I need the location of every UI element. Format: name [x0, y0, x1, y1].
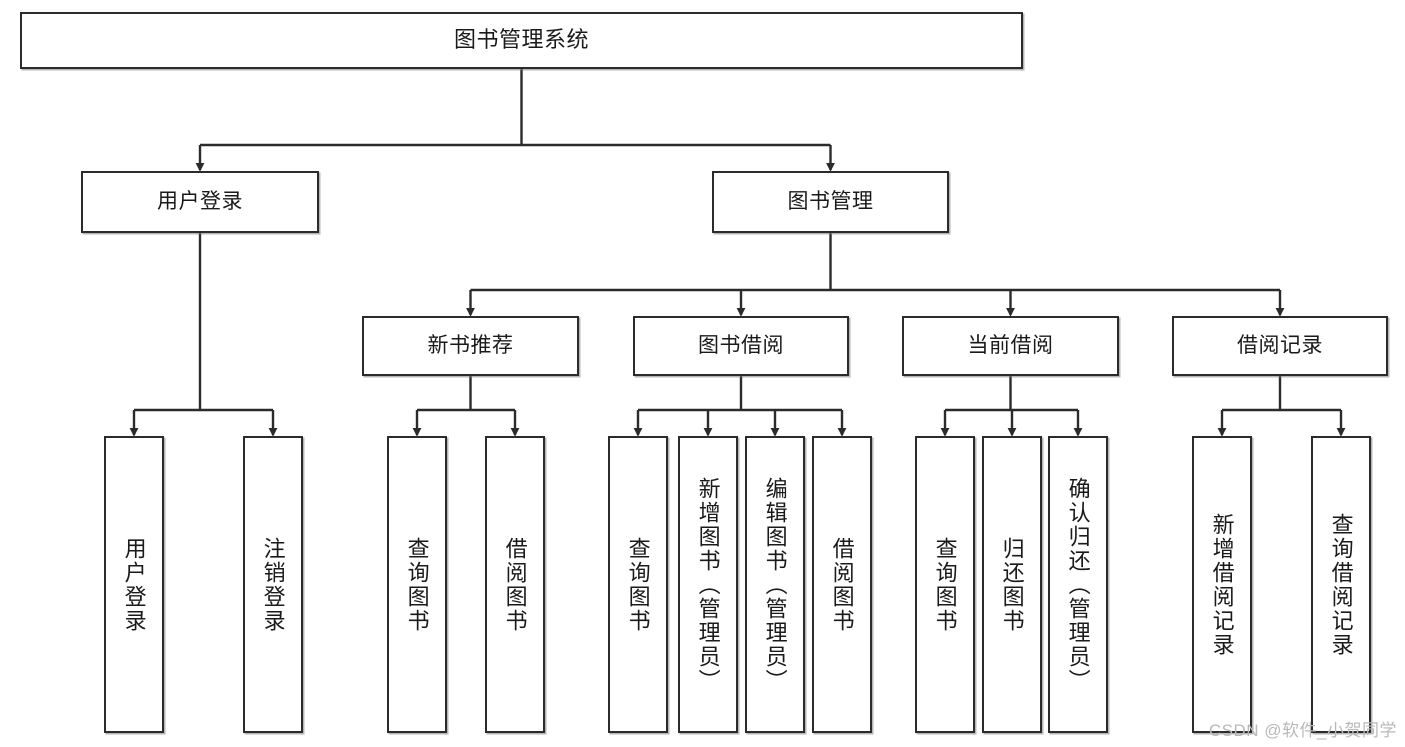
- node-label: 归还图书: [999, 536, 1025, 633]
- node-leaf-5[interactable]: 查询图书: [608, 436, 668, 733]
- node-label: 新书推荐: [427, 334, 514, 358]
- node-label: 新增图书（管理员）: [695, 476, 721, 693]
- node-label: 图书管理: [787, 190, 874, 214]
- node-label: 借阅图书: [502, 536, 528, 633]
- node-label: 图书借阅: [698, 334, 784, 358]
- node-l3-a[interactable]: 新书推荐: [362, 316, 579, 376]
- node-leaf-2[interactable]: 注销登录: [243, 436, 303, 733]
- node-label: 用户登录: [157, 190, 243, 214]
- node-leaf-8[interactable]: 借阅图书: [812, 436, 872, 733]
- node-leaf-9[interactable]: 查询图书: [915, 436, 975, 733]
- node-l3-b[interactable]: 图书借阅: [633, 316, 849, 376]
- node-label: 查询图书: [404, 536, 430, 633]
- node-leaf-4[interactable]: 借阅图书: [485, 436, 545, 733]
- node-leaf-12[interactable]: 新增借阅记录: [1192, 436, 1252, 733]
- node-leaf-13[interactable]: 查询借阅记录: [1311, 436, 1371, 733]
- node-leaf-11[interactable]: 确认归还（管理员）: [1048, 436, 1108, 733]
- node-leaf-10[interactable]: 归还图书: [982, 436, 1042, 733]
- node-label: 确认归还（管理员）: [1065, 476, 1091, 693]
- node-label: 借阅图书: [829, 536, 855, 633]
- node-leaf-7[interactable]: 编辑图书（管理员）: [745, 436, 805, 733]
- node-label: 编辑图书（管理员）: [762, 476, 788, 693]
- node-root[interactable]: 图书管理系统: [20, 12, 1023, 69]
- node-label: 查询图书: [625, 536, 651, 633]
- node-leaf-6[interactable]: 新增图书（管理员）: [678, 436, 738, 733]
- csdn-watermark: CSDN @软件_小贺同学: [1208, 721, 1397, 740]
- node-l3-d[interactable]: 借阅记录: [1172, 316, 1388, 376]
- node-label: 新增借阅记录: [1209, 512, 1235, 657]
- node-label: 查询图书: [932, 536, 958, 633]
- node-l2-b[interactable]: 图书管理: [712, 171, 949, 233]
- node-label: 当前借阅: [967, 334, 1054, 358]
- node-label: 注销登录: [260, 536, 286, 633]
- node-l2-a[interactable]: 用户登录: [81, 171, 319, 233]
- node-l3-c[interactable]: 当前借阅: [902, 316, 1119, 376]
- node-leaf-3[interactable]: 查询图书: [387, 436, 447, 733]
- node-label: 借阅记录: [1237, 334, 1323, 358]
- node-label: 用户登录: [121, 536, 147, 633]
- node-leaf-1[interactable]: 用户登录: [104, 436, 164, 733]
- node-label: 查询借阅记录: [1328, 512, 1354, 657]
- node-label: 图书管理系统: [453, 27, 589, 53]
